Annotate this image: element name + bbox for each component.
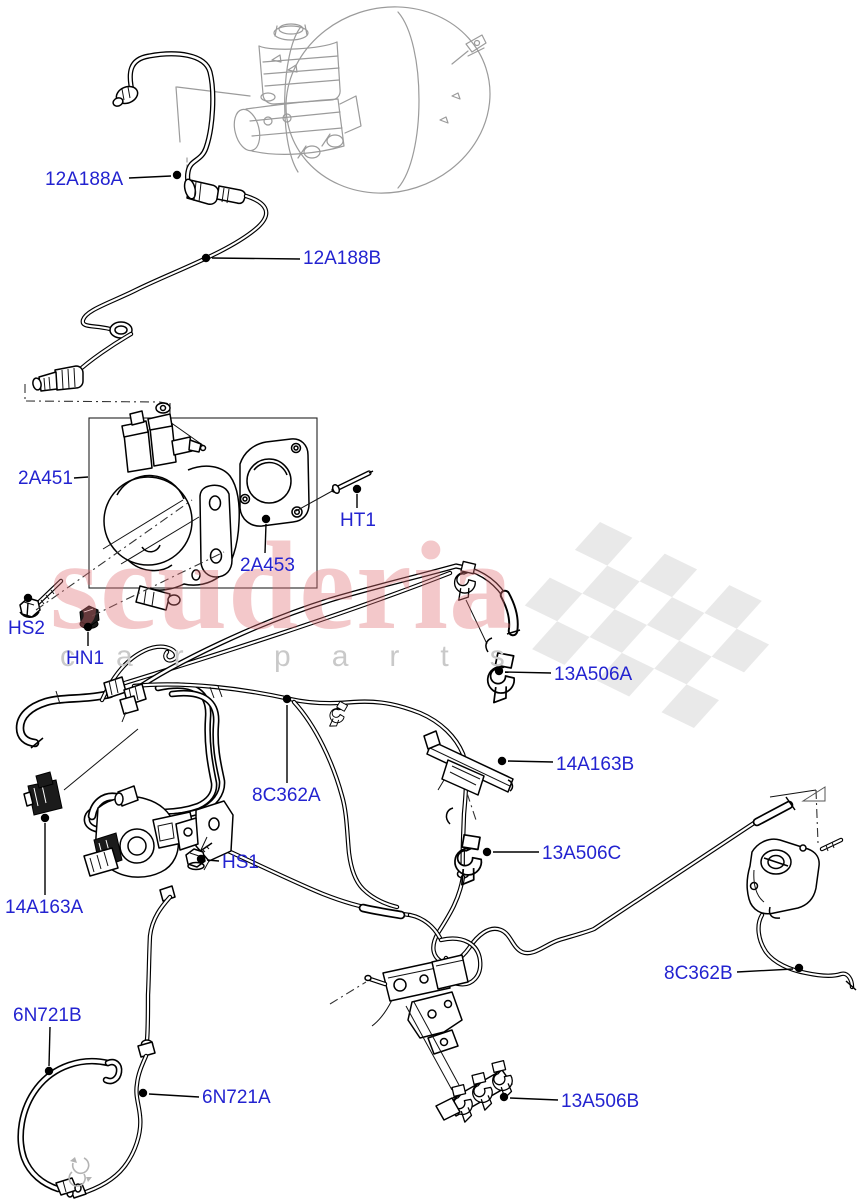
part-label-14A163B[interactable]: 14A163B <box>556 754 635 775</box>
leader-line-13A506B <box>509 1097 559 1101</box>
leader-line-6N721A <box>148 1093 200 1098</box>
leader-dot-13A506A <box>494 666 504 676</box>
leader-dot-6N721A <box>138 1088 148 1098</box>
leader-line-8C362B <box>736 968 794 973</box>
part-label-2A453[interactable]: 2A453 <box>240 555 295 576</box>
part-label-2A451[interactable]: 2A451 <box>18 468 73 489</box>
clip-13A506C <box>445 792 490 887</box>
part-label-13A506A[interactable]: 13A506A <box>554 664 633 685</box>
leader-line-12A188A <box>128 175 172 179</box>
clip-13A506A <box>482 637 522 704</box>
part-label-HS1[interactable]: HS1 <box>222 852 259 873</box>
clip-13A506B <box>435 1056 523 1124</box>
bolt-HS2 <box>19 499 193 618</box>
connector-14A163A <box>23 728 139 821</box>
leader-dot-8C362B <box>794 963 804 973</box>
leader-dot-14A163B <box>497 756 507 766</box>
hose-6N721B <box>21 1061 119 1196</box>
purge-valve-assembly <box>329 939 480 1091</box>
leader-dot-HS1 <box>196 854 206 864</box>
leader-dot-14A163A <box>40 813 50 823</box>
recycle-icon <box>68 1157 92 1187</box>
leader-line-14A163B <box>507 760 554 763</box>
leader-dot-2A453 <box>261 514 271 524</box>
part-label-HT1[interactable]: HT1 <box>340 510 376 531</box>
part-label-12A188A[interactable]: 12A188A <box>45 169 124 190</box>
leader-dot-12A188A <box>172 170 182 180</box>
leader-line-HS2 <box>26 602 29 618</box>
leader-line-2A453 <box>264 523 267 554</box>
part-label-HN1[interactable]: HN1 <box>66 648 105 669</box>
part-label-8C362B[interactable]: 8C362B <box>664 963 733 984</box>
orientation-arrow <box>801 786 826 802</box>
leader-line-2A451 <box>73 476 89 479</box>
checkered-flag-watermark <box>524 522 770 729</box>
leader-dot-6N721B <box>44 1066 54 1076</box>
part-label-8C362A[interactable]: 8C362A <box>252 785 321 806</box>
part-label-13A506B[interactable]: 13A506B <box>561 1091 640 1112</box>
leader-line-6N721B <box>48 1026 51 1067</box>
brake-booster-reference <box>175 6 491 194</box>
part-label-14A163A[interactable]: 14A163A <box>5 897 84 918</box>
solenoid-valve-assembly <box>83 785 234 902</box>
leader-dot-13A506C <box>482 847 492 857</box>
leader-line-HS1 <box>206 859 220 862</box>
pipe-8C362B <box>746 789 857 991</box>
leader-dot-12A188B <box>201 253 211 263</box>
leader-dot-HS2 <box>23 593 33 603</box>
stud-HT1 <box>295 470 374 512</box>
vacuum-pump-2A451 <box>88 402 318 611</box>
part-label-6N721A[interactable]: 6N721A <box>202 1087 271 1108</box>
leader-dot-HT1 <box>352 484 362 494</box>
part-label-6N721B[interactable]: 6N721B <box>13 1005 82 1026</box>
vacuum-pipe-12A188B <box>24 185 266 447</box>
part-label-13A506C[interactable]: 13A506C <box>542 843 622 864</box>
part-label-12A188B[interactable]: 12A188B <box>303 248 382 269</box>
part-label-HS2[interactable]: HS2 <box>8 618 45 639</box>
leader-line-13A506A <box>504 671 552 674</box>
leader-dot-HN1 <box>83 622 93 632</box>
vacuum-harness-8C362A <box>20 559 757 963</box>
leader-dot-13A506B <box>499 1092 509 1102</box>
leader-dot-8C362A <box>282 694 292 704</box>
bracket-14A163B <box>423 730 514 796</box>
leader-line-12A188B <box>211 257 301 260</box>
vacuum-pipe-12A188A <box>112 54 219 205</box>
